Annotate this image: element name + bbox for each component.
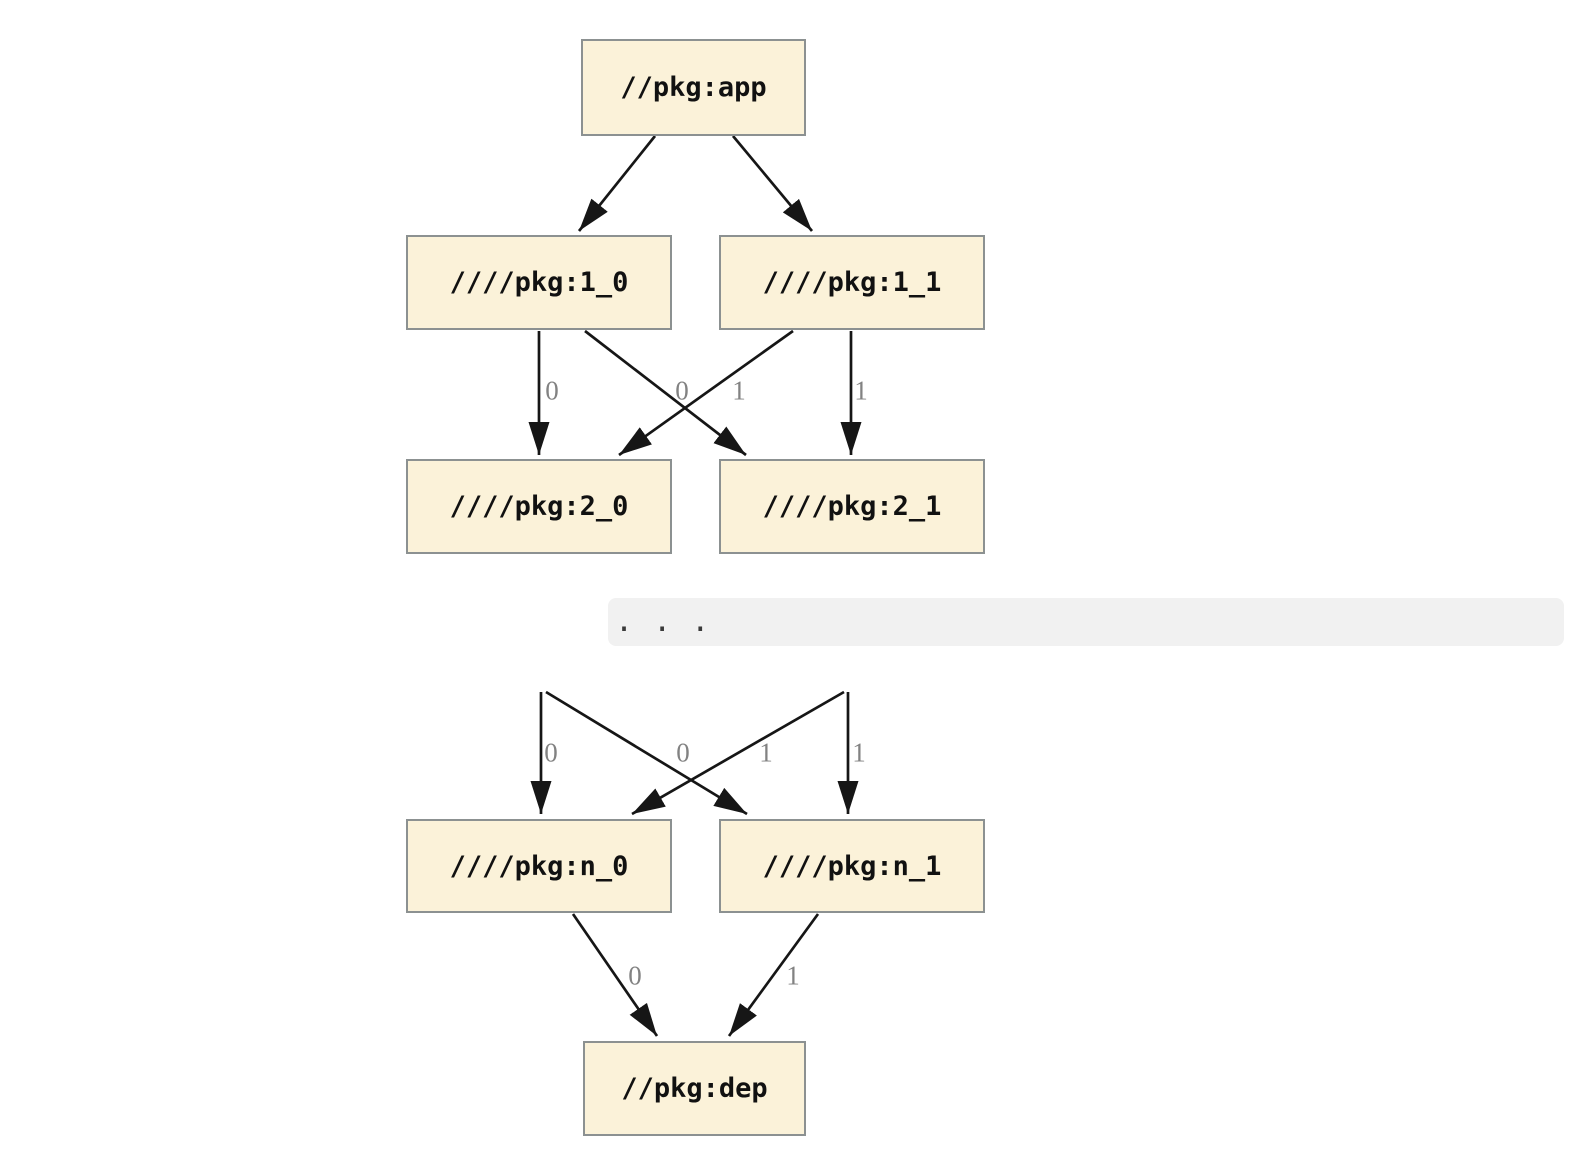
edge-n_1-to-dep [727,913,820,1037]
edge-label-n_1-dep: 1 [786,960,800,991]
node-pkg-n_1: ////pkg:n_1 [719,819,985,913]
edge-label-elided-n_0-cross: 1 [759,737,773,768]
edge-label-n_0-dep: 0 [628,960,642,991]
ellipsis-dots: . . . [615,604,711,639]
node-pkg-1_1: ////pkg:1_1 [719,235,985,330]
node-pkg-n_0: ////pkg:n_0 [406,819,672,913]
edge-label-1_1-2_0: 1 [732,375,746,406]
edge-label-1_0-2_1: 0 [675,375,689,406]
node-pkg-app: //pkg:app [581,39,806,136]
edge-label-elided-n_0-left: 0 [544,737,558,768]
edge-elided-to-n_0-cross [631,690,845,816]
edge-app-to-1_1 [731,135,814,232]
edge-1_1-to-2_0 [618,329,794,457]
ellipsis-separator: . . . [608,598,1564,646]
node-pkg-dep: //pkg:dep [583,1041,806,1136]
node-pkg-2_1: ////pkg:2_1 [719,459,985,554]
edge-app-to-1_0 [577,135,657,232]
edge-label-elided-n_1-cross: 0 [676,737,690,768]
edge-1_0-to-2_1 [584,329,747,457]
edge-elided-to-n_1-cross [545,690,748,816]
node-pkg-1_0: ////pkg:1_0 [406,235,672,330]
edge-label-1_1-2_1: 1 [854,375,868,406]
edge-label-elided-n_1-right: 1 [852,737,866,768]
edge-label-1_0-2_0: 0 [545,375,559,406]
edge-n_0-to-dep [571,913,659,1037]
node-pkg-2_0: ////pkg:2_0 [406,459,672,554]
